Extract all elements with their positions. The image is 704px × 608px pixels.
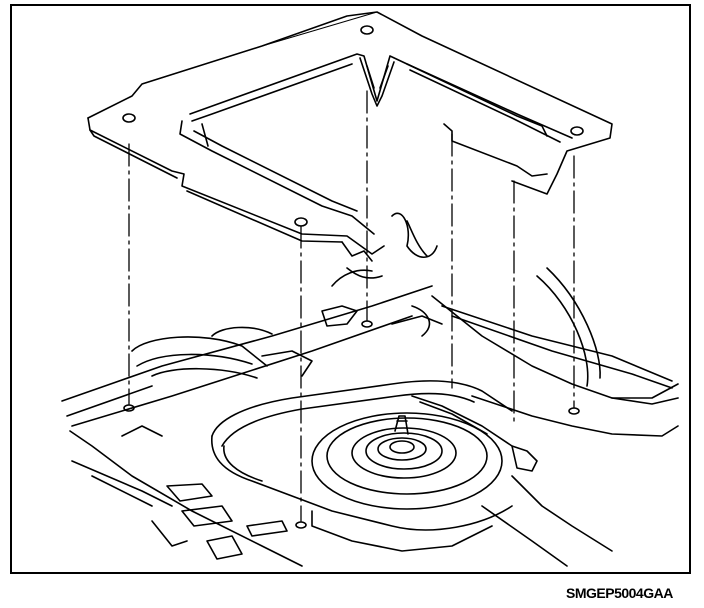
diagram-frame (10, 4, 691, 574)
spare-tire (311, 395, 538, 510)
floor-cover-frame (87, 11, 613, 287)
alignment-guide-lines (128, 90, 575, 522)
figure-code-label: SMGEP5004GAA (566, 585, 673, 601)
spare-tire-well (211, 380, 513, 552)
floor-panel (61, 267, 679, 567)
exploded-view-diagram (61, 11, 679, 567)
mounting-holes (123, 320, 580, 529)
